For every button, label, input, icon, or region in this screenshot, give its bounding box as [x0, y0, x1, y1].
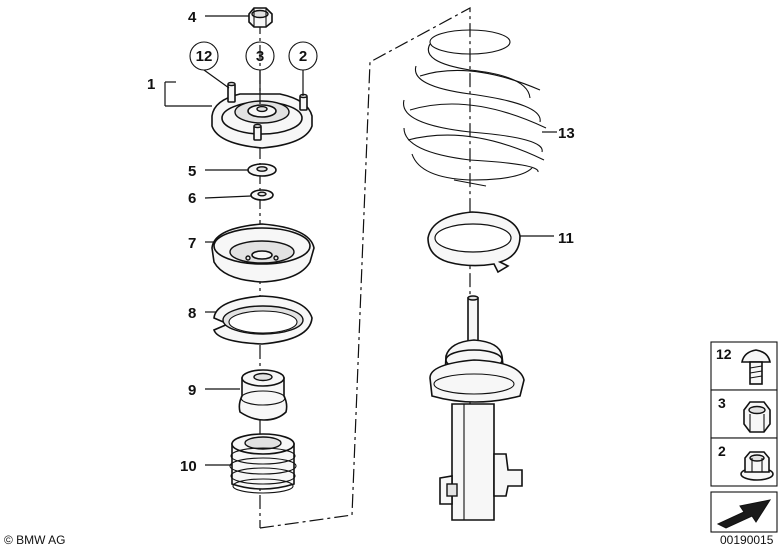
part-bellows-10: [229, 433, 297, 494]
part-top-mount-1: [211, 81, 313, 149]
callout-circle-3: [245, 41, 275, 71]
part-coil-spring-13: [403, 29, 547, 187]
nut-icon: [743, 401, 771, 433]
callout-circle-2: [288, 41, 318, 71]
part-washer-6: [250, 189, 274, 201]
copyright-text: © BMW AG: [4, 533, 66, 547]
bolt-icon: [741, 349, 771, 385]
legend-label-12: 12: [716, 346, 732, 362]
flange-nut-icon: [740, 451, 774, 481]
callout-13: 13: [558, 125, 575, 142]
callout-9: 9: [188, 382, 196, 399]
part-spring-seat-7: [211, 223, 315, 283]
callout-6: 6: [188, 190, 196, 207]
part-shock-absorber: [429, 295, 525, 521]
callout-10: 10: [180, 458, 197, 475]
callout-3: 3: [256, 48, 264, 65]
connecting-axis: [259, 6, 471, 529]
callout-12: 12: [196, 48, 213, 65]
callout-2: 2: [299, 48, 307, 65]
direction-arrow-icon: [716, 499, 772, 529]
callout-circle-12: [189, 41, 219, 71]
part-nut-4: [248, 7, 273, 28]
part-spring-pad-11: [427, 211, 521, 274]
leader-lines: [164, 15, 557, 466]
part-washer-5: [247, 163, 277, 177]
callout-7: 7: [188, 235, 196, 252]
callout-11: 11: [558, 230, 574, 247]
legend-label-3: 3: [718, 395, 726, 411]
legend-label-2: 2: [718, 443, 726, 459]
callout-4: 4: [188, 9, 197, 26]
callout-1: 1: [147, 76, 155, 93]
part-bump-stop-9: [238, 369, 288, 421]
diagram-code: 00190015: [720, 533, 774, 547]
callout-5: 5: [188, 163, 196, 180]
part-spring-pad-8: [213, 295, 313, 345]
callout-8: 8: [188, 305, 196, 322]
